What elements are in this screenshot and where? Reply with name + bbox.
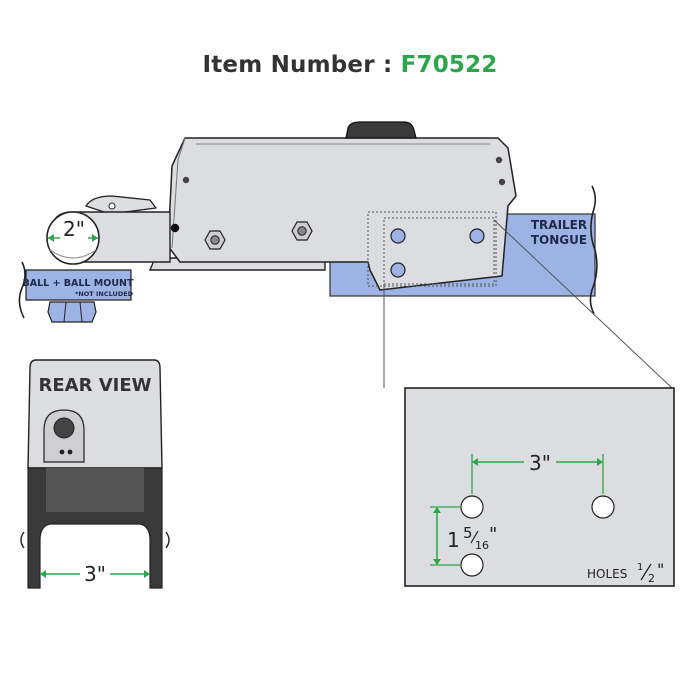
detail-hole-icon <box>591 495 615 519</box>
mount-hole-icon <box>469 228 485 244</box>
body-screw-icon <box>182 176 190 184</box>
hex-nut-icon <box>291 221 313 241</box>
hex-nut-icon <box>204 230 226 250</box>
vertical-inch-mark: " <box>489 524 497 545</box>
item-number-label: Item Number : <box>202 52 401 78</box>
ball-dimension-label-bg <box>60 218 88 240</box>
rear-dimension-label-bg <box>80 562 110 584</box>
detail-hole-icon <box>460 553 484 577</box>
holes-size-label: HOLES 1 2 " <box>587 560 664 585</box>
ball-nut-icon <box>47 301 97 323</box>
holes-label-text: HOLES <box>587 567 627 581</box>
coupler-side-edge <box>171 137 186 249</box>
rear-break-line-left <box>20 531 25 549</box>
detail-hole-icon <box>460 495 484 519</box>
hole-pattern-outline <box>367 211 497 287</box>
latch-pin-icon <box>108 202 116 210</box>
vertical-fraction-bar <box>470 530 479 544</box>
detail-panel <box>404 387 675 587</box>
rear-screw-icon <box>59 449 65 455</box>
hole-spacing-vertical-label: 1 5 16 " <box>447 524 497 552</box>
holes-inch-mark: " <box>657 560 664 579</box>
ball-mount-label: BALL + BALL MOUNT <box>23 278 134 289</box>
hole-spacing-horizontal-label: 3" <box>529 451 551 475</box>
dimension-arrow-icon <box>40 570 46 578</box>
dimension-arrow-icon <box>597 458 603 466</box>
rear-channel-width-label: 3" <box>84 562 106 586</box>
dimension-arrow-icon <box>144 570 150 578</box>
zoom-leader-line <box>493 219 673 389</box>
dimension-arrow-icon <box>472 458 478 466</box>
dimension-arrow-icon <box>433 559 441 565</box>
tongue-break-line <box>589 185 598 315</box>
ball-diameter-label: 2" <box>63 217 85 241</box>
hole-detail-view: 3" 1 5 16 " HOLES 1 2 " <box>404 387 675 587</box>
ball-mount-break-line <box>18 261 26 319</box>
ball-shading <box>49 249 97 259</box>
holes-fraction-bar <box>640 563 652 581</box>
item-number-value: F70522 <box>400 52 498 78</box>
mount-hole-icon <box>390 228 406 244</box>
not-included-note: *NOT INCLUDED <box>75 290 134 298</box>
body-screw-icon <box>495 156 503 164</box>
vertical-fraction-numerator: 5 <box>463 524 473 542</box>
rear-view-title: REAR VIEW <box>39 375 152 396</box>
trailer-tongue-label-line2: TONGUE <box>531 233 587 247</box>
rear-channel-inner <box>46 468 144 512</box>
rear-bolt-icon <box>53 417 75 439</box>
body-screw-icon <box>170 223 180 233</box>
dimension-arrow-icon <box>433 507 441 513</box>
ball-mount-bar <box>25 269 132 301</box>
coupler-top-knob <box>345 121 417 139</box>
side-view: 2" BALL + BALL MOUNT *NOT INCLUDED TRAIL… <box>18 121 673 389</box>
trailer-tongue-label-line1: TRAILER <box>531 218 587 232</box>
detail-horizontal-label-bg <box>524 450 556 472</box>
vertical-fraction-denominator: 16 <box>475 539 489 552</box>
body-screw-icon <box>498 178 506 186</box>
vertical-whole-number: 1 <box>447 528 460 552</box>
holes-fraction-denominator: 2 <box>648 572 655 585</box>
dimension-arrow-icon <box>48 234 54 242</box>
holes-fraction-numerator: 1 <box>637 562 643 573</box>
page-title: Item Number : F70522 <box>0 52 700 78</box>
latch-lever <box>85 195 157 215</box>
mount-hole-icon <box>390 262 406 278</box>
rear-break-line-right <box>165 531 170 549</box>
rear-screw-icon <box>67 449 73 455</box>
dimension-arrow-icon <box>92 234 98 242</box>
rear-view: REAR VIEW 3" <box>20 359 170 589</box>
